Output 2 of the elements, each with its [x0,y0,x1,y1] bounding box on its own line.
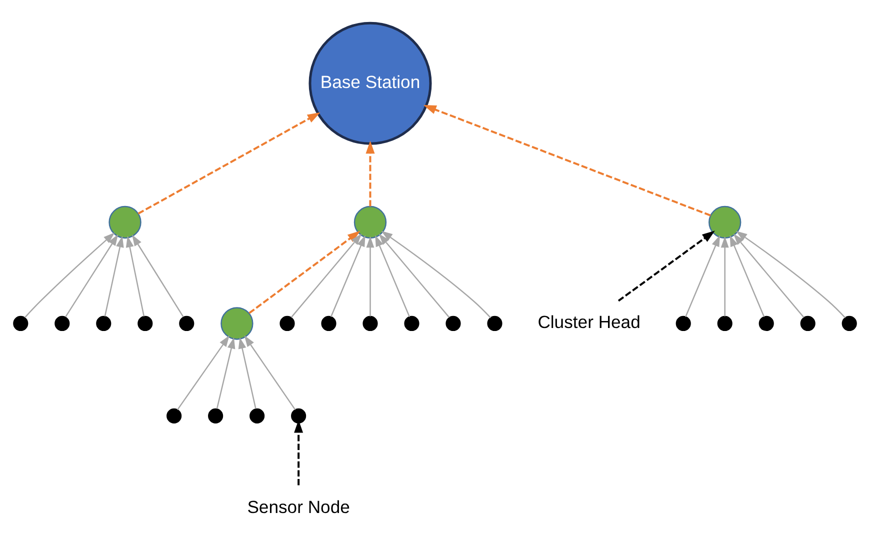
node-text: Cluster Head [538,312,640,332]
node-text: Sensor Node [247,496,350,516]
